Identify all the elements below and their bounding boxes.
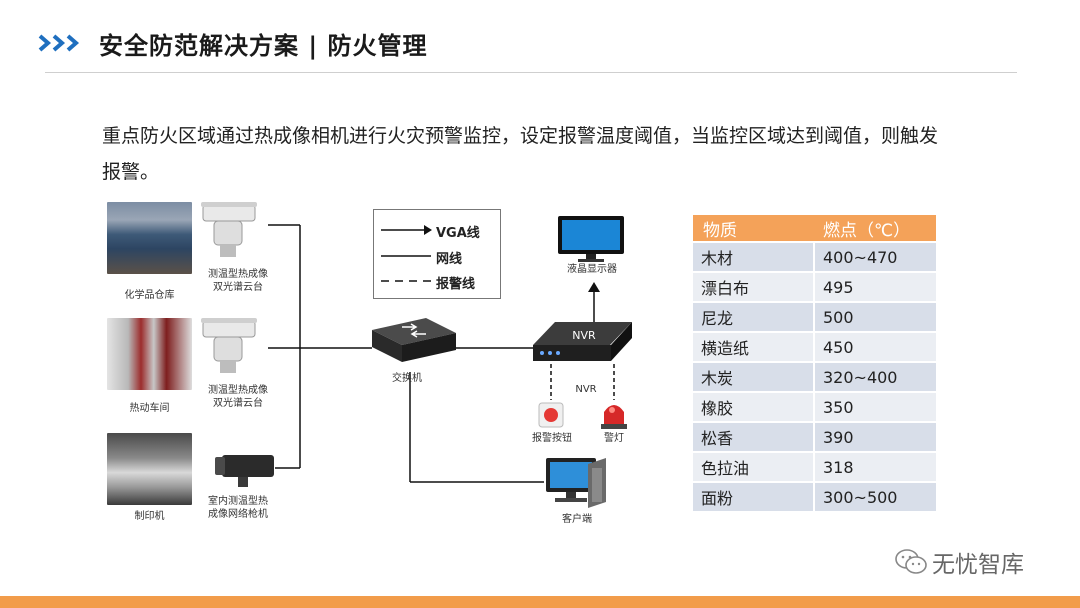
table-cell: 横造纸 — [693, 333, 813, 361]
site-label: 化学品仓库 — [124, 290, 175, 301]
desktop-computer-icon — [546, 458, 606, 508]
table-cell: 350 — [813, 393, 936, 421]
table-cell: 松香 — [693, 423, 813, 451]
warehouse-photo — [107, 202, 192, 274]
nvr-device-text: NVR — [572, 329, 596, 342]
table-cell: 450 — [813, 333, 936, 361]
legend-vga: VGA线 — [436, 226, 480, 241]
bullet-camera-icon — [215, 455, 274, 487]
printer-photo — [107, 433, 192, 505]
footer-bar — [0, 596, 1080, 608]
monitor-label: 液晶显示器 — [567, 264, 617, 275]
table-cell: 495 — [813, 273, 936, 301]
column-header: 物质 — [693, 215, 813, 241]
watermark-text: 无忧智库 — [932, 552, 1024, 578]
table-cell: 漂白布 — [693, 273, 813, 301]
diagram-legend: VGA线 网线 报警线 — [373, 209, 501, 299]
camera-label: 测温型热成像双光谱云台 — [208, 269, 268, 293]
switch-label: 交换机 — [392, 373, 422, 384]
table-cell: 色拉油 — [693, 453, 813, 481]
table-cell: 木材 — [693, 243, 813, 271]
nvr-icon — [533, 322, 632, 361]
arrow-right-icon — [424, 225, 432, 235]
alarm-button-icon — [538, 402, 564, 428]
table-cell: 320~400 — [813, 363, 936, 391]
wechat-icon — [895, 549, 927, 574]
site-label: 热动车间 — [129, 403, 170, 414]
camera-label: 测温型热成像双光谱云台 — [208, 385, 268, 409]
table-cell: 400~470 — [813, 243, 936, 271]
column-header: 燃点（℃） — [813, 215, 936, 241]
page-title: 安全防范解决方案 | 防火管理 — [99, 32, 428, 60]
table-cell: 300~500 — [813, 483, 936, 511]
site-label: 制印机 — [134, 511, 165, 522]
legend-network: 网线 — [436, 252, 463, 267]
monitor-icon — [558, 216, 624, 262]
ptz-camera-icon — [201, 202, 257, 257]
warning-light-icon — [601, 405, 627, 429]
alarm-button-label: 报警按钮 — [532, 433, 572, 444]
table-header-row: 物质 燃点（℃） — [693, 215, 936, 241]
network-switch-icon — [372, 318, 456, 362]
header: 安全防范解决方案 | 防火管理 — [0, 0, 1080, 75]
table-cell: 橡胶 — [693, 393, 813, 421]
table-cell: 500 — [813, 303, 936, 331]
workshop-photo — [107, 318, 192, 390]
table-cell: 面粉 — [693, 483, 813, 511]
alarm-light-label: 警灯 — [604, 433, 624, 444]
arrow-up-icon — [588, 282, 600, 292]
ptz-camera-icon — [201, 318, 257, 373]
divider — [45, 72, 1017, 73]
table-cell: 390 — [813, 423, 936, 451]
intro-text: 重点防火区域通过热成像相机进行火灾预警监控，设定报警温度阈值，当监控区域达到阈值… — [102, 125, 939, 183]
client-label: 客户端 — [562, 514, 592, 525]
nvr-label: NVR — [575, 384, 597, 395]
table-cell: 318 — [813, 453, 936, 481]
table-cell: 木炭 — [693, 363, 813, 391]
camera-label: 室内测温型热成像网络枪机 — [208, 496, 268, 520]
legend-alarm: 报警线 — [436, 277, 476, 292]
chevron-right-icon — [38, 34, 80, 52]
table-cell: 尼龙 — [693, 303, 813, 331]
